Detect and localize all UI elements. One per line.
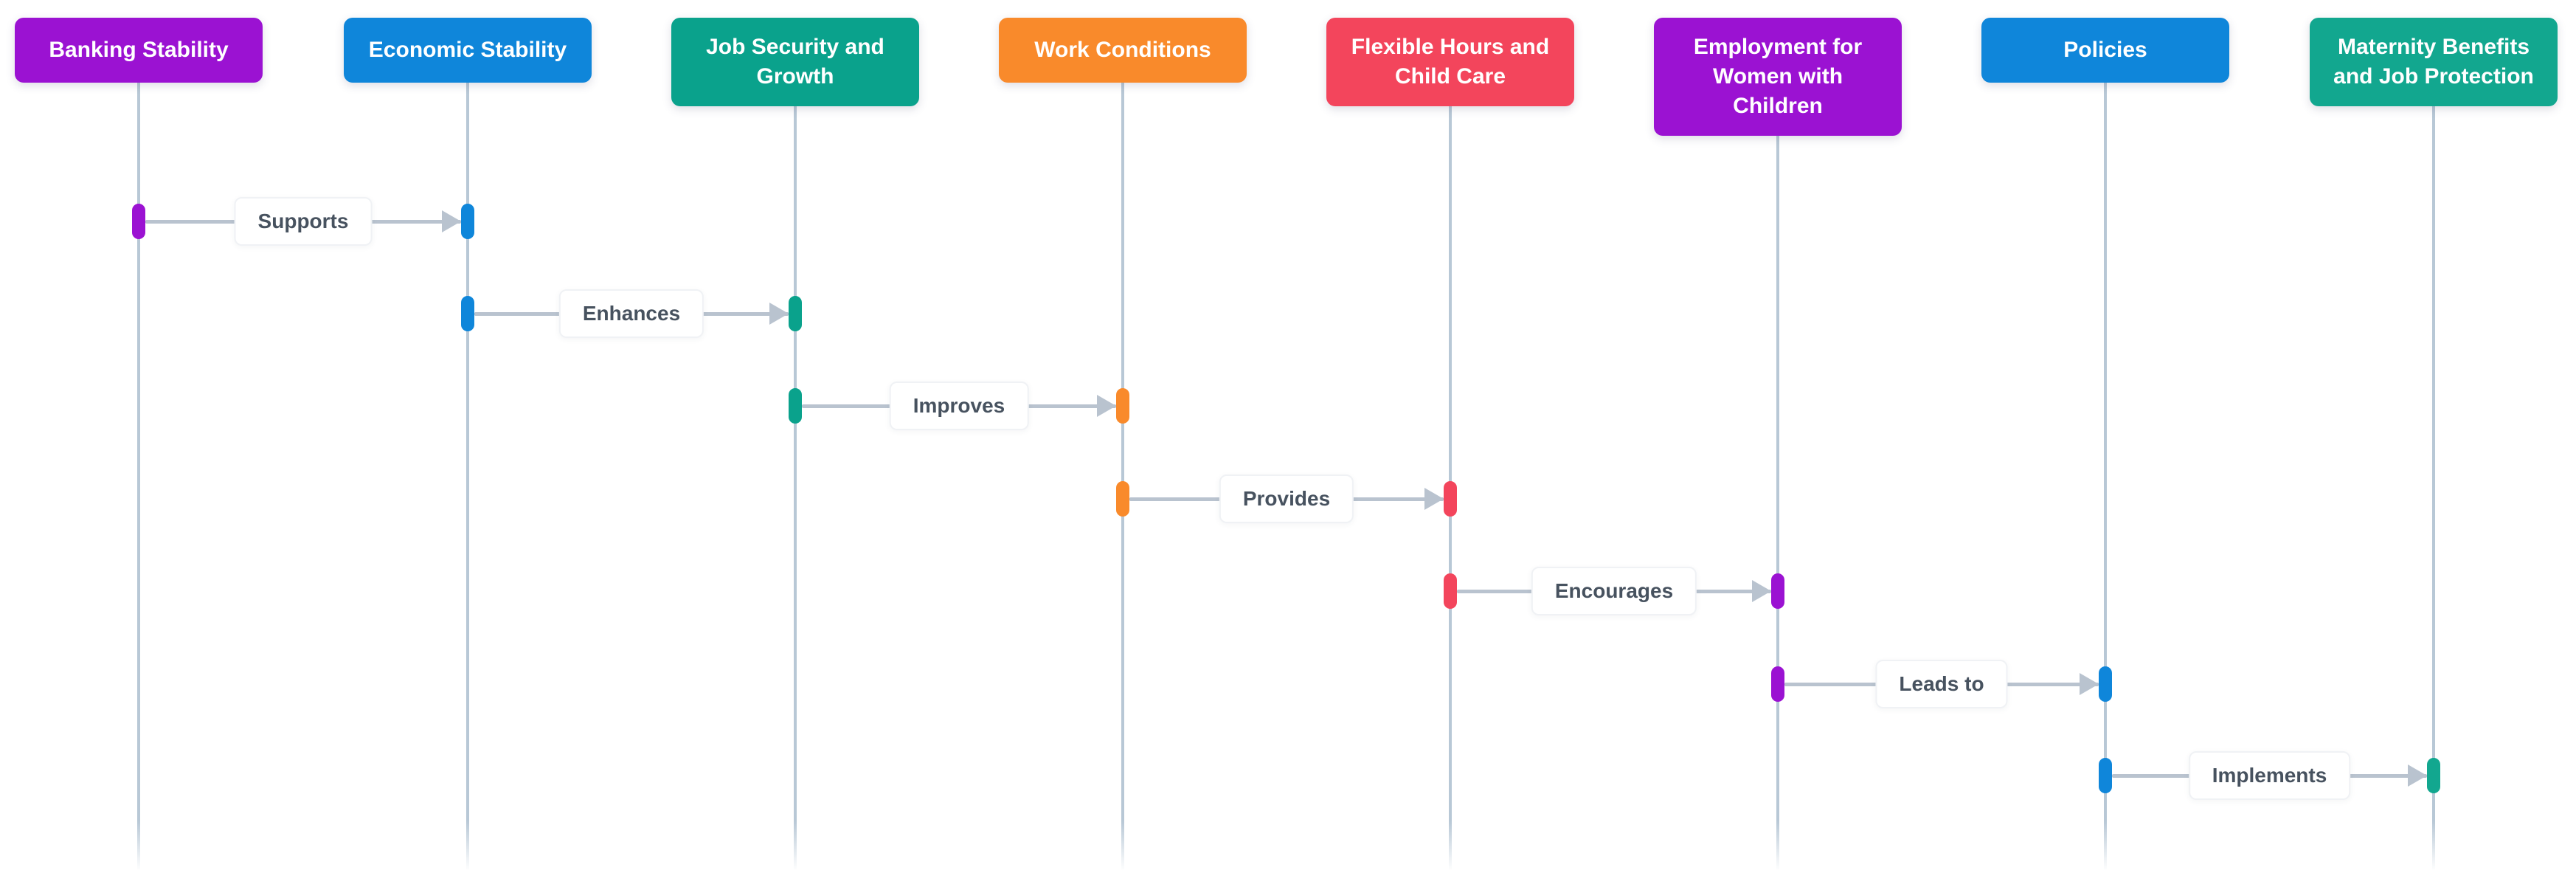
lifeline-job-security-growth: [794, 44, 797, 871]
message-label-leads-to: Leads to: [1875, 660, 2008, 708]
activation-bar-target-provides: [1444, 481, 1457, 517]
activation-bar-target-improves: [1116, 388, 1129, 424]
message-label-provides: Provides: [1219, 474, 1354, 523]
node-flexible-hours-child-care: Flexible Hours and Child Care: [1326, 18, 1574, 106]
node-label: Flexible Hours and Child Care: [1351, 35, 1550, 89]
node-label: Maternity Benefits and Job Protection: [2333, 35, 2534, 89]
lifeline-banking-stability: [137, 44, 140, 871]
message-label-implements: Implements: [2188, 751, 2351, 800]
activation-bar-source-encourages: [1444, 573, 1457, 609]
node-job-security-growth: Job Security and Growth: [671, 18, 919, 106]
message-arrowhead-improves: [1097, 395, 1116, 417]
activation-bar-source-implements: [2099, 758, 2112, 793]
lifeline-policies: [2104, 44, 2107, 871]
node-economic-stability: Economic Stability: [344, 18, 592, 83]
activation-bar-target-implements: [2427, 758, 2440, 793]
lifeline-maternity-benefits-job-protection: [2432, 44, 2435, 871]
message-label-supports: Supports: [234, 197, 373, 246]
node-policies: Policies: [1981, 18, 2229, 83]
message-arrowhead-implements: [2408, 765, 2427, 787]
node-label: Banking Stability: [49, 38, 229, 63]
node-label: Job Security and Growth: [706, 35, 884, 89]
node-label: Employment for Women with Children: [1693, 35, 1863, 118]
message-arrowhead-provides: [1424, 488, 1444, 510]
activation-bar-source-provides: [1116, 481, 1129, 517]
message-label-enhances: Enhances: [558, 289, 704, 338]
activation-bar-target-enhances: [789, 296, 802, 331]
node-label: Work Conditions: [1034, 38, 1211, 63]
lifeline-economic-stability: [466, 44, 469, 871]
node-work-conditions: Work Conditions: [999, 18, 1247, 83]
activation-bar-target-encourages: [1771, 573, 1784, 609]
message-arrowhead-encourages: [1752, 580, 1771, 602]
message-label-encourages: Encourages: [1531, 567, 1697, 615]
activation-bar-target-supports: [461, 204, 474, 239]
activation-bar-source-supports: [132, 204, 145, 239]
lifeline-employment-women-children: [1776, 44, 1779, 871]
message-arrowhead-supports: [442, 210, 461, 232]
activation-bar-source-leads-to: [1771, 666, 1784, 702]
message-arrowhead-enhances: [769, 303, 789, 325]
message-arrowhead-leads-to: [2080, 673, 2099, 695]
lifeline-flexible-hours-child-care: [1449, 44, 1452, 871]
activation-bar-target-leads-to: [2099, 666, 2112, 702]
message-label-improves: Improves: [889, 382, 1029, 430]
node-banking-stability: Banking Stability: [15, 18, 263, 83]
activation-bar-source-enhances: [461, 296, 474, 331]
node-label: Economic Stability: [368, 38, 567, 63]
activation-bar-source-improves: [789, 388, 802, 424]
lifeline-work-conditions: [1121, 44, 1124, 871]
node-employment-women-children: Employment for Women with Children: [1654, 18, 1902, 136]
node-maternity-benefits-job-protection: Maternity Benefits and Job Protection: [2310, 18, 2558, 106]
node-label: Policies: [2063, 38, 2147, 63]
